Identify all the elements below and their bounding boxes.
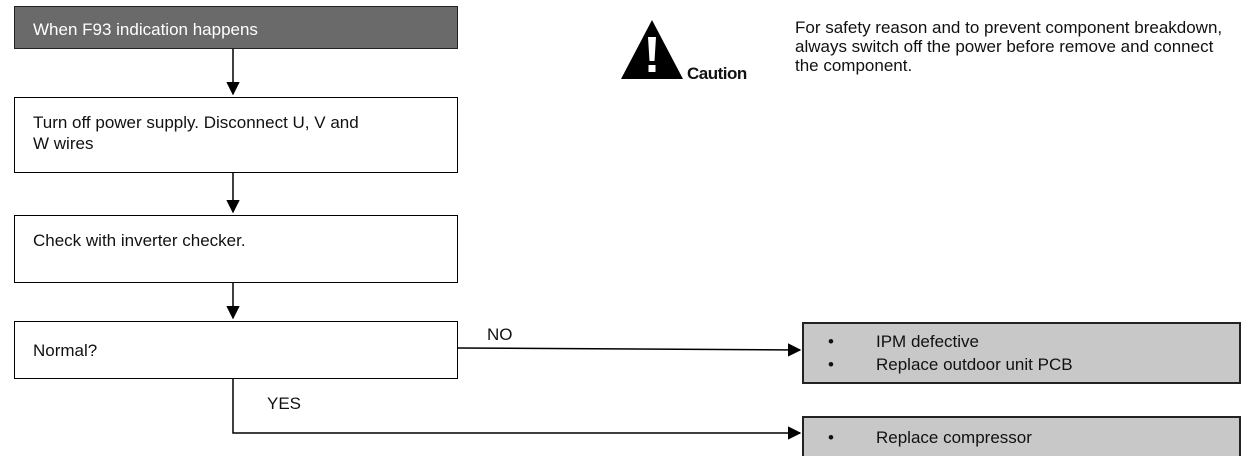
step-disconnect-box: Turn off power supply. Disconnect U, V a… (14, 97, 458, 173)
step-disconnect-text: Turn off power supply. Disconnect U, V a… (33, 113, 359, 153)
decision-box: Normal? (14, 321, 458, 379)
yes-result-item-text: Replace compressor (876, 428, 1032, 447)
step-check-text: Check with inverter checker. (33, 231, 246, 250)
bullet: • (828, 332, 834, 351)
arrow-no-branch (455, 343, 802, 357)
start-box: When F93 indication happens (14, 6, 458, 49)
no-result-list: • IPM defective • Replace outdoor unit PCB (804, 330, 1239, 376)
step-check-box: Check with inverter checker. (14, 215, 458, 283)
no-label: NO (487, 325, 513, 344)
yes-result-list: • Replace compressor (804, 426, 1239, 449)
caution-text: For safety reason and to prevent compone… (795, 18, 1223, 75)
yes-label: YES (267, 394, 302, 413)
bullet: • (828, 428, 834, 447)
no-result-item: • IPM defective (804, 330, 1239, 353)
no-result-box: • IPM defective • Replace outdoor unit PCB (802, 322, 1241, 384)
decision-text: Normal? (33, 341, 98, 360)
yes-result-item: • Replace compressor (804, 426, 1239, 449)
yes-result-box: • Replace compressor (802, 416, 1241, 456)
start-text: When F93 indication happens (33, 20, 258, 39)
warning-triangle-icon (621, 20, 683, 79)
arrow-yes-branch (232, 378, 802, 440)
no-result-item-text: Replace outdoor unit PCB (876, 355, 1073, 374)
bullet: • (828, 355, 834, 374)
caution-label: Caution (687, 64, 747, 83)
no-result-item-text: IPM defective (876, 332, 979, 351)
no-result-item: • Replace outdoor unit PCB (804, 353, 1239, 376)
